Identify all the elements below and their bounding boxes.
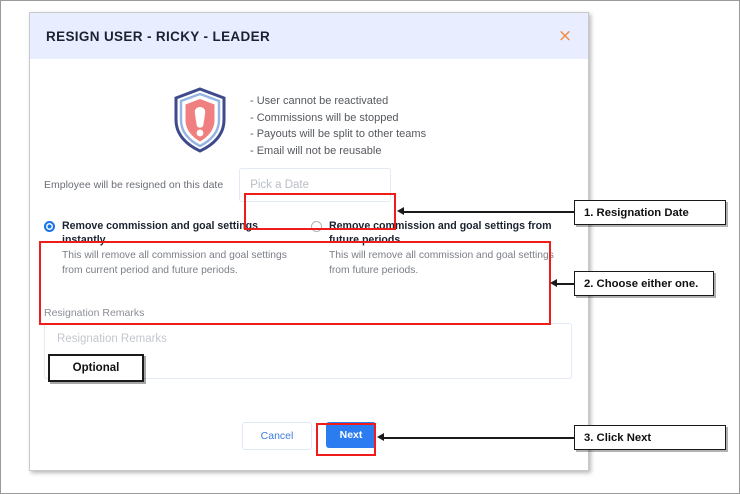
warning-item: - Commissions will be stopped (250, 111, 399, 124)
option-remove-instantly[interactable]: Remove commission and goal settings inst… (44, 219, 293, 278)
warning-item: - Payouts will be split to other teams (250, 128, 427, 140)
warning-item: - User cannot be reactivated (250, 95, 389, 107)
option-remove-future-periods[interactable]: Remove commission and goal settings from… (311, 219, 560, 278)
modal-body: - User cannot be reactivated - Commissio… (30, 59, 588, 470)
annotation-arrow-head-2 (550, 279, 557, 288)
annotation-arrow-line-2 (557, 283, 575, 285)
annotation-arrow-line-3 (383, 437, 575, 439)
annotation-arrow-head-1 (397, 207, 404, 216)
option-title: Remove commission and goal settings from… (329, 220, 552, 246)
annotation-callout-1: 1. Resignation Date (574, 200, 726, 225)
resignation-date-row: Employee will be resigned on this date P… (44, 168, 564, 202)
cancel-button[interactable]: Cancel (242, 422, 312, 450)
option-title: Remove commission and goal settings inst… (62, 220, 259, 246)
close-icon[interactable]: × (557, 26, 573, 46)
warning-block: - User cannot be reactivated - Commissio… (30, 59, 588, 159)
modal-header: RESIGN USER - RICKY - LEADER × (30, 13, 588, 59)
resignation-remarks-label: Resignation Remarks (44, 307, 145, 319)
radio-remove-future-periods[interactable] (311, 221, 322, 232)
annotation-arrow-head-3 (377, 433, 384, 442)
annotation-arrow-line-1 (403, 211, 575, 213)
resign-user-modal: RESIGN USER - RICKY - LEADER × - User ca… (29, 12, 589, 471)
option-description: This will remove all commission and goal… (329, 250, 554, 276)
resignation-date-input[interactable]: Pick a Date (239, 168, 392, 202)
warning-item: - Email will not be reusable (250, 144, 382, 157)
annotation-callout-2: 2. Choose either one. (574, 271, 714, 296)
option-description: This will remove all commission and goal… (62, 250, 287, 276)
commission-removal-options: Remove commission and goal settings inst… (44, 219, 560, 278)
page-title: RESIGN USER - RICKY - LEADER (46, 28, 271, 44)
annotation-callout-3: 3. Click Next (574, 425, 726, 450)
shield-warning-icon (174, 87, 226, 153)
radio-remove-instantly[interactable] (44, 221, 55, 232)
next-button[interactable]: Next (326, 422, 376, 448)
annotation-optional-badge: Optional (48, 354, 144, 382)
warning-list: - User cannot be reactivated - Commissio… (250, 93, 426, 159)
resignation-date-label: Employee will be resigned on this date (44, 179, 224, 191)
modal-footer: Cancel Next (30, 422, 588, 450)
